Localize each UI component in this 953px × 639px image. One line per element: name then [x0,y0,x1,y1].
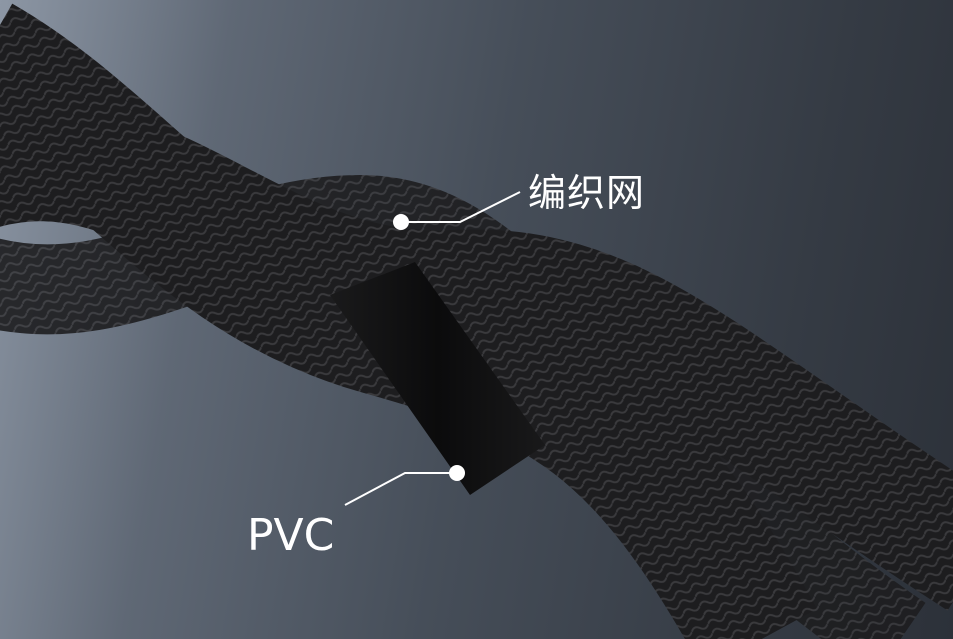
braid-label: 编织网 [528,171,646,215]
braid-marker-dot [393,214,409,230]
pvc-marker-dot [449,465,465,481]
braid-leader-line [401,191,521,223]
pvc-label: PVC [247,510,335,561]
pvc-leader-line [344,472,457,506]
pvc-sleeve [330,262,545,495]
